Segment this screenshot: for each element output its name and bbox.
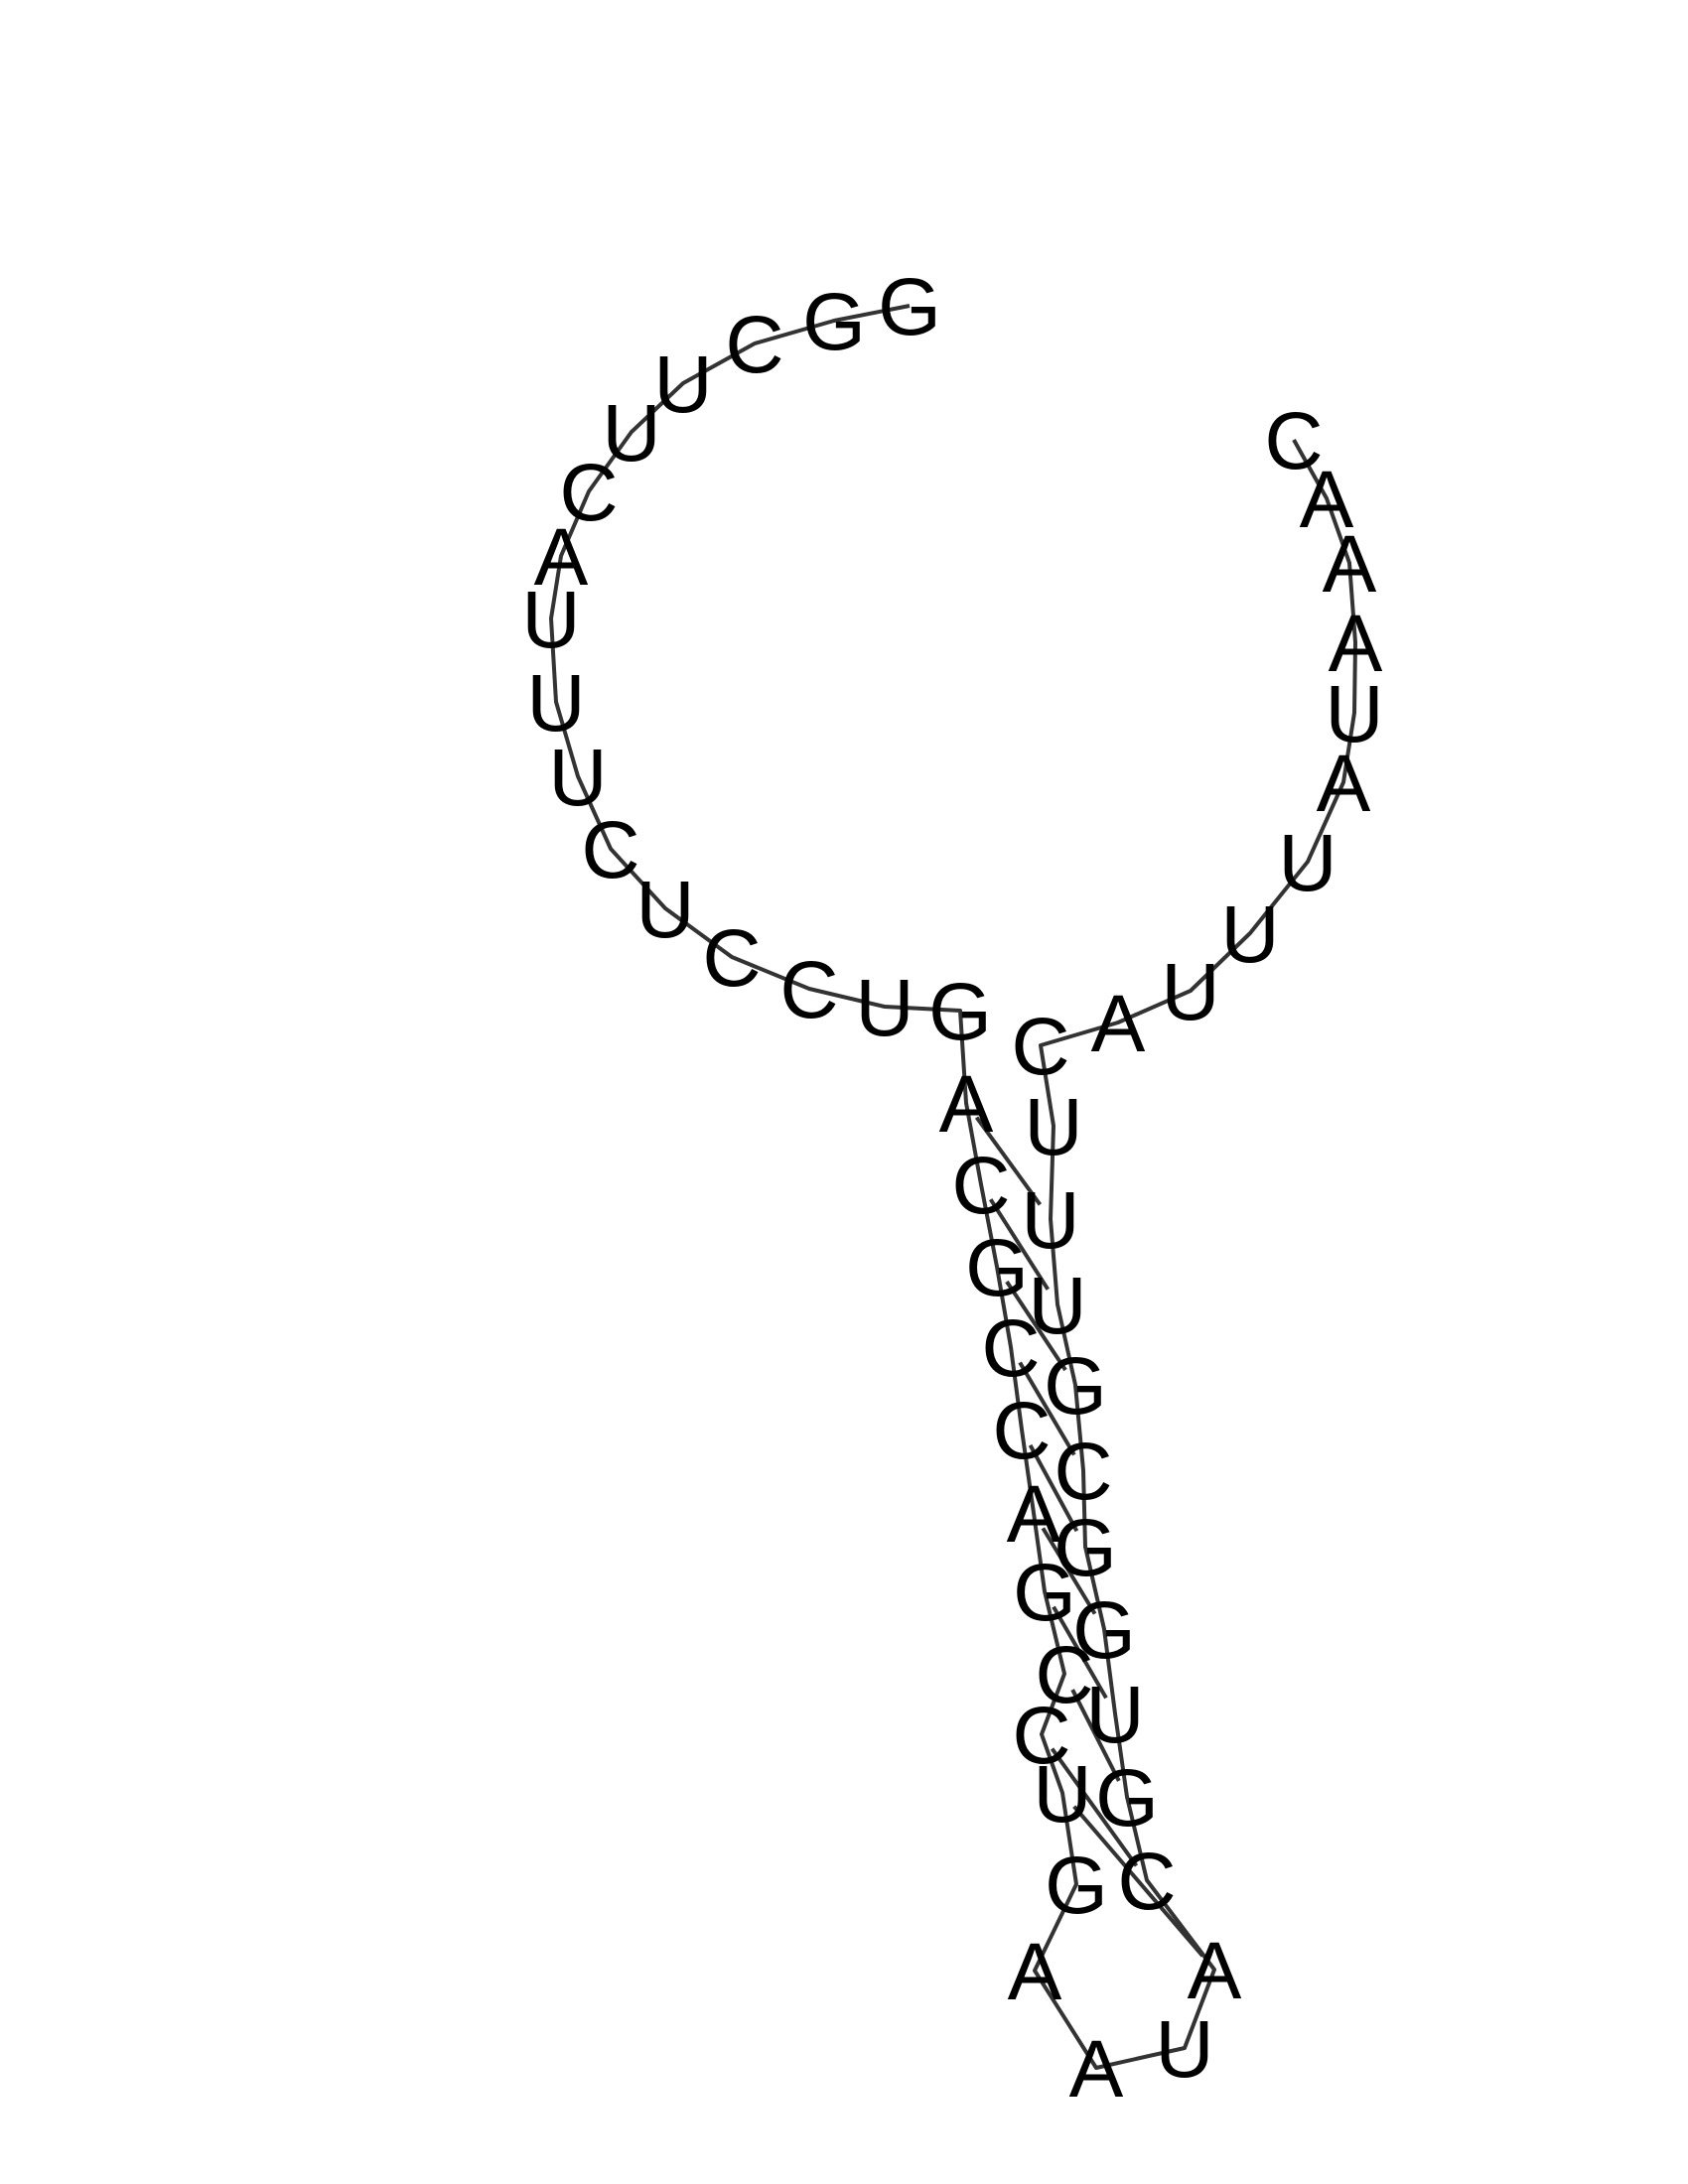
nucleotide: A (1188, 1926, 1242, 2016)
nucleotide: C (702, 913, 761, 1004)
nucleotide: A (1008, 1927, 1062, 2017)
nucleotide: U (855, 963, 914, 1053)
nucleotide: U (1325, 669, 1383, 759)
nucleotide: U (1155, 2004, 1213, 2095)
base-pair-line (1028, 1443, 1079, 1533)
backbone-line (549, 304, 1357, 2070)
nucleotide: G (1054, 1503, 1117, 1593)
nucleotide: U (1033, 1749, 1091, 1840)
nucleotide: U (1024, 1082, 1082, 1172)
nucleotide: G (965, 1223, 1029, 1313)
base-pair-line (974, 1116, 1043, 1206)
nucleotide: C (992, 1386, 1051, 1476)
nucleotide: U (1021, 1175, 1079, 1266)
base-pair-line (1005, 1280, 1067, 1372)
nucleotide: C (779, 945, 838, 1035)
nucleotide: A (1323, 519, 1377, 610)
nucleotide: A (1329, 599, 1383, 689)
nucleotide: G (802, 277, 866, 367)
nucleotide: U (602, 388, 660, 478)
nucleotide: C (951, 1141, 1010, 1231)
nucleotide: C (559, 448, 618, 538)
nucleotide: U (1278, 818, 1336, 908)
nucleotide: A (1007, 1469, 1061, 1560)
nucleotide: G (1013, 1548, 1076, 1638)
nucleotide: G (1045, 1841, 1108, 1931)
nucleotide: G (1095, 1753, 1159, 1843)
base-pair-line (1070, 1689, 1121, 1782)
nucleotide: U (635, 865, 694, 955)
base-pair-line (1018, 1361, 1076, 1456)
nucleotide: G (1044, 1341, 1107, 1432)
nucleotide: C (725, 300, 783, 390)
base-pair-line (1052, 1605, 1108, 1700)
nucleotide: A (1069, 2024, 1124, 2115)
nucleotide: G (878, 262, 941, 352)
nucleotide: C (1035, 1630, 1093, 1720)
nucleotide: U (1220, 889, 1279, 980)
nucleotide: U (521, 575, 580, 665)
nucleotide: C (981, 1303, 1040, 1394)
nucleotide: A (1317, 739, 1371, 829)
nucleotide: U (1028, 1261, 1086, 1351)
base-pair-line (1050, 1747, 1139, 1867)
nucleotide: U (653, 340, 712, 430)
nucleotide: U (548, 733, 607, 823)
nucleotide: A (939, 1059, 994, 1150)
nucleotide: U (1161, 947, 1219, 1037)
nucleotide: C (1011, 1002, 1069, 1092)
nucleotide: C (1264, 396, 1323, 486)
nucleotide: A (1091, 979, 1146, 1069)
nucleotide: U (526, 658, 585, 749)
nucleotide: C (1054, 1427, 1112, 1517)
nucleotide: G (1072, 1585, 1136, 1676)
base-pair-line (988, 1198, 1051, 1291)
nucleotide: C (1012, 1691, 1070, 1781)
nucleotide: C (581, 805, 639, 895)
base-pair-line (1072, 1805, 1204, 1958)
nucleotide: A (534, 512, 589, 603)
base-pair-lines (974, 1116, 1204, 1958)
nucleotide: U (1085, 1670, 1144, 1760)
nucleotide: C (1117, 1837, 1176, 1927)
nucleotide: G (928, 967, 992, 1057)
nucleotide: A (1300, 455, 1354, 545)
base-pair-line (1041, 1527, 1097, 1615)
